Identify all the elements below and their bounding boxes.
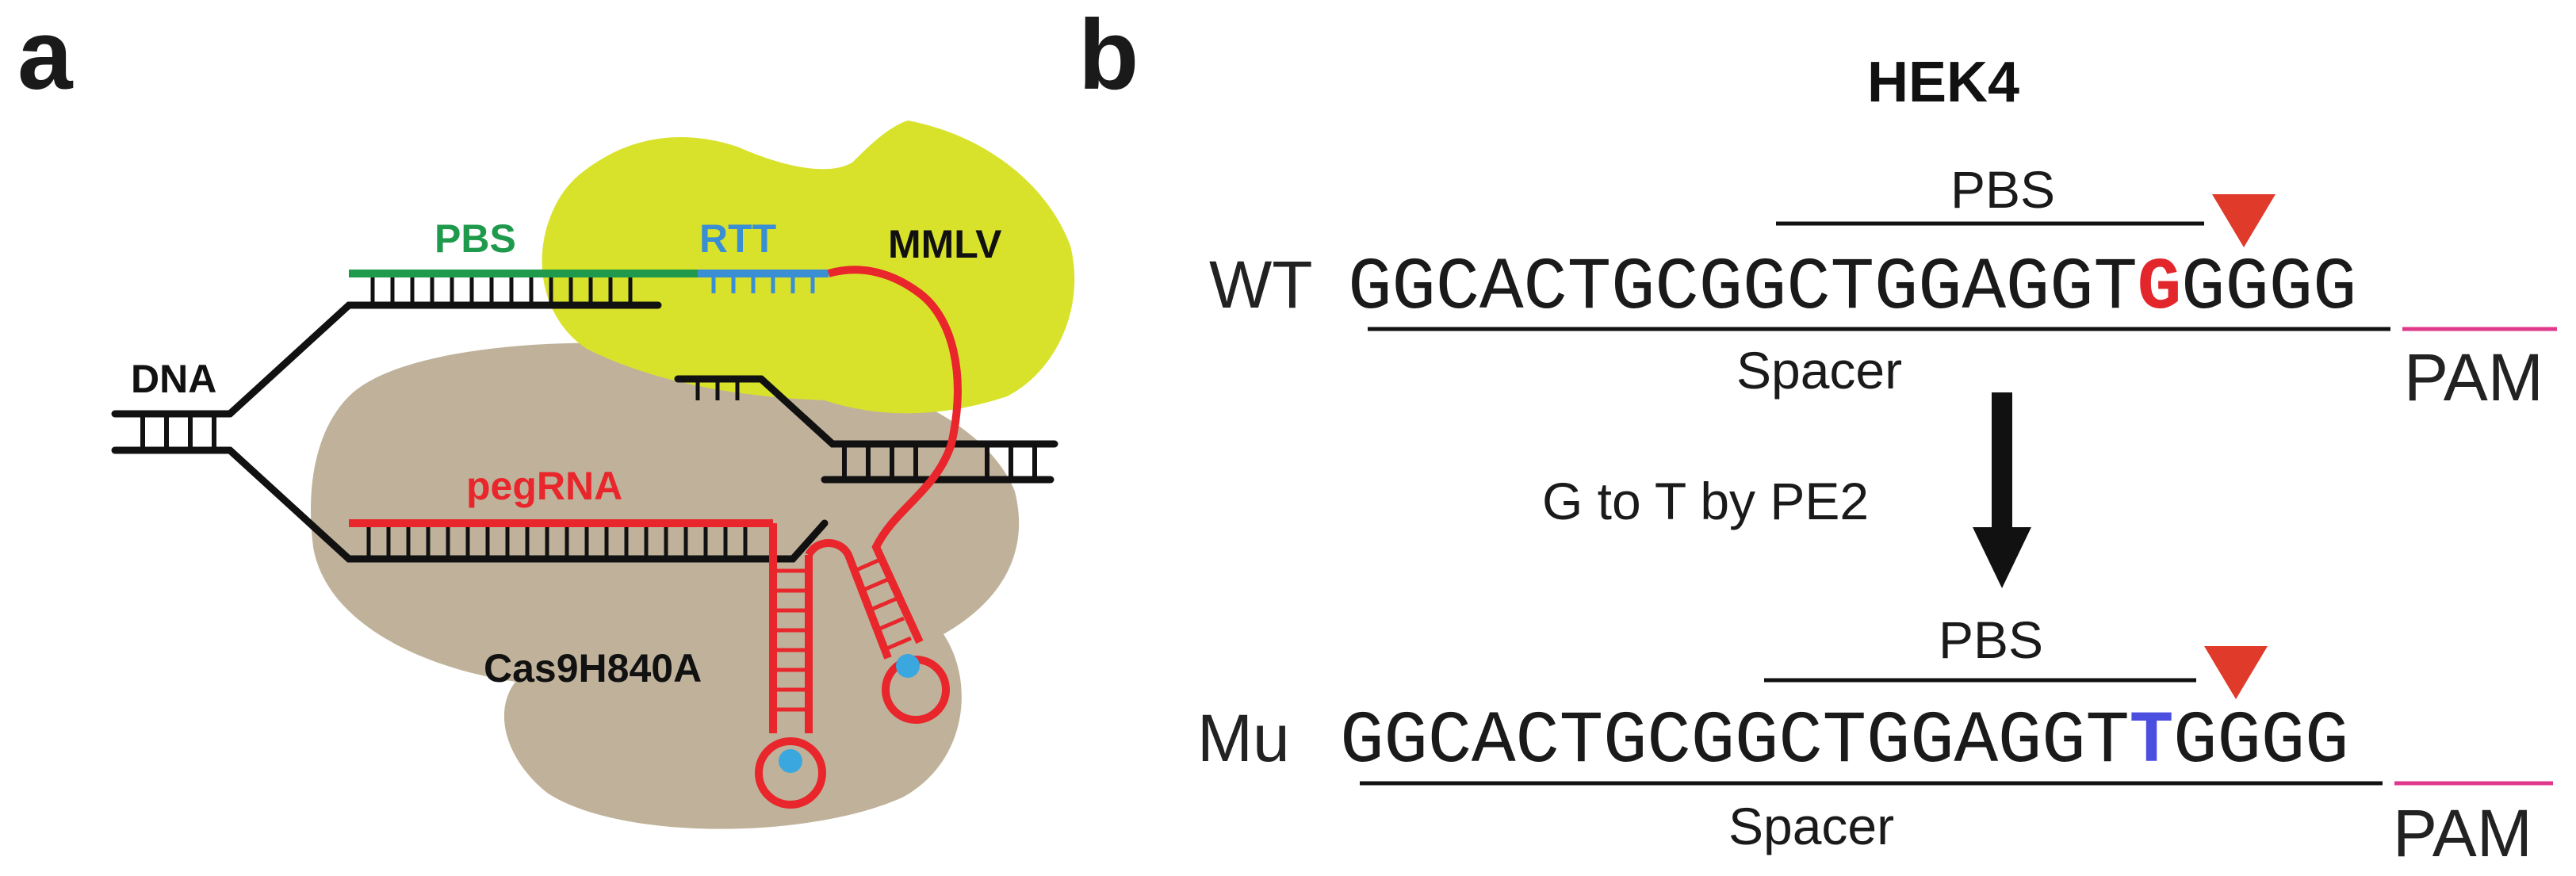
panel-a-letter: a <box>17 0 74 110</box>
dna-right-duplex <box>821 444 1055 484</box>
panel-b-letter: b <box>1078 0 1139 110</box>
mu-spacer-label: Spacer <box>1728 797 1894 855</box>
mu-label: Mu <box>1197 701 1290 775</box>
rtt-rungs <box>711 274 815 293</box>
mu-cut-marker <box>2204 646 2268 699</box>
wt-seq-suffix: GGGG <box>2181 247 2356 330</box>
mmlv-label: MMLV <box>888 222 1002 266</box>
wt-sequence: GGCACTGCGGCTGGAGGTGGGGG <box>1348 247 2356 330</box>
conversion-arrow-head <box>1973 527 2031 588</box>
wt-pbs-label: PBS <box>1950 160 2055 219</box>
dna-label: DNA <box>131 357 216 401</box>
pegrna-hairpin-2-rungs <box>853 557 912 652</box>
mu-pbs-label: PBS <box>1939 610 2043 669</box>
mmlv-protein <box>542 120 1075 414</box>
dna-fragment <box>674 375 1058 448</box>
rtt-label: RTT <box>699 216 776 261</box>
wt-cut-marker <box>2212 194 2276 247</box>
pegrna-rungs <box>366 527 748 559</box>
mu-seq-suffix: GGGG <box>2173 700 2348 783</box>
wt-seq-prefix: GGCACTGCGGCTGGAGGT <box>1348 247 2138 330</box>
pegrna-label: pegRNA <box>466 464 622 508</box>
pbs-label: PBS <box>434 216 516 261</box>
wt-spacer-label: Spacer <box>1736 341 1902 400</box>
panel-b-title: HEK4 <box>1867 51 2019 114</box>
cas9-label: Cas9H840A <box>484 646 702 690</box>
dna-left-duplex <box>111 301 829 563</box>
pegrna-hairpin-1-rungs <box>773 568 809 712</box>
marker-dot-1 <box>779 749 802 773</box>
mu-edit-base: T <box>2130 700 2173 783</box>
wt-pam-label: PAM <box>2404 340 2543 415</box>
mu-seq-prefix: GGCACTGCGGCTGGAGGT <box>1340 700 2130 783</box>
mu-sequence: GGCACTGCGGCTGGAGGTTGGGG <box>1340 700 2348 783</box>
cas9-protein <box>311 342 1020 829</box>
wt-label: WT <box>1209 247 1313 322</box>
marker-dot-2 <box>896 654 920 678</box>
mu-pam-label: PAM <box>2393 796 2532 870</box>
dna-top-rungs <box>370 277 633 305</box>
conversion-label: G to T by PE2 <box>1542 472 1869 530</box>
wt-edit-base: G <box>2138 247 2181 330</box>
